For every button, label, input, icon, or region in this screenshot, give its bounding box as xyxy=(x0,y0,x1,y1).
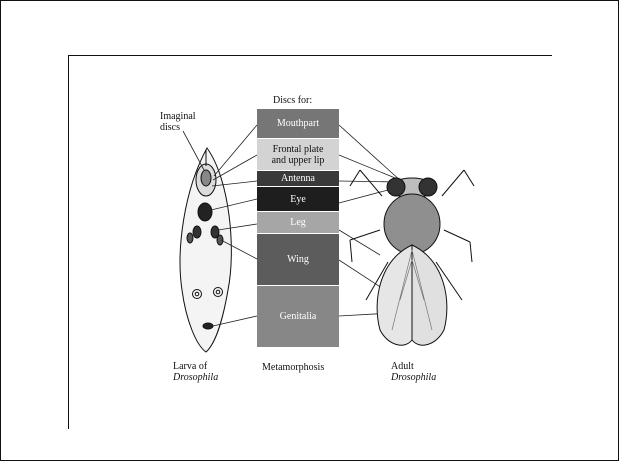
disc-band-label-line2: and upper lip xyxy=(272,155,325,166)
disc-band-mouthpart: Mouthpart xyxy=(257,109,339,139)
imaginal-discs-label-line2: discs xyxy=(160,122,180,133)
larva-caption-line1: Larva of xyxy=(173,361,207,372)
disc-band-leg: Leg xyxy=(257,212,339,234)
disc-band-label: Antenna xyxy=(281,173,315,184)
imaginal-discs-label-line1: Imaginal xyxy=(160,111,196,122)
disc-band-label: Frontal plate xyxy=(273,144,324,155)
disc-band-label: Genitalia xyxy=(280,311,317,322)
adult-caption-line1: Adult xyxy=(391,361,414,372)
disc-band-label: Mouthpart xyxy=(277,118,319,129)
adult-fly-illustration xyxy=(350,170,474,345)
disc-stack: Mouthpart Frontal plate and upper lip An… xyxy=(257,109,339,348)
disc-band-frontal-plate: Frontal plate and upper lip xyxy=(257,139,339,171)
larva-caption-line2: Drosophila xyxy=(173,372,218,383)
disc-band-genitalia: Genitalia xyxy=(257,286,339,348)
metamorphosis-caption: Metamorphosis xyxy=(262,362,324,373)
larva-illustration xyxy=(180,148,231,352)
disc-band-eye: Eye xyxy=(257,187,339,212)
disc-band-label: Eye xyxy=(290,194,306,205)
disc-band-antenna: Antenna xyxy=(257,171,339,187)
disc-band-label: Wing xyxy=(287,254,309,265)
disc-band-wing: Wing xyxy=(257,234,339,286)
adult-caption-line2: Drosophila xyxy=(391,372,436,383)
disc-band-label: Leg xyxy=(290,217,306,228)
discs-header: Discs for: xyxy=(273,95,312,106)
